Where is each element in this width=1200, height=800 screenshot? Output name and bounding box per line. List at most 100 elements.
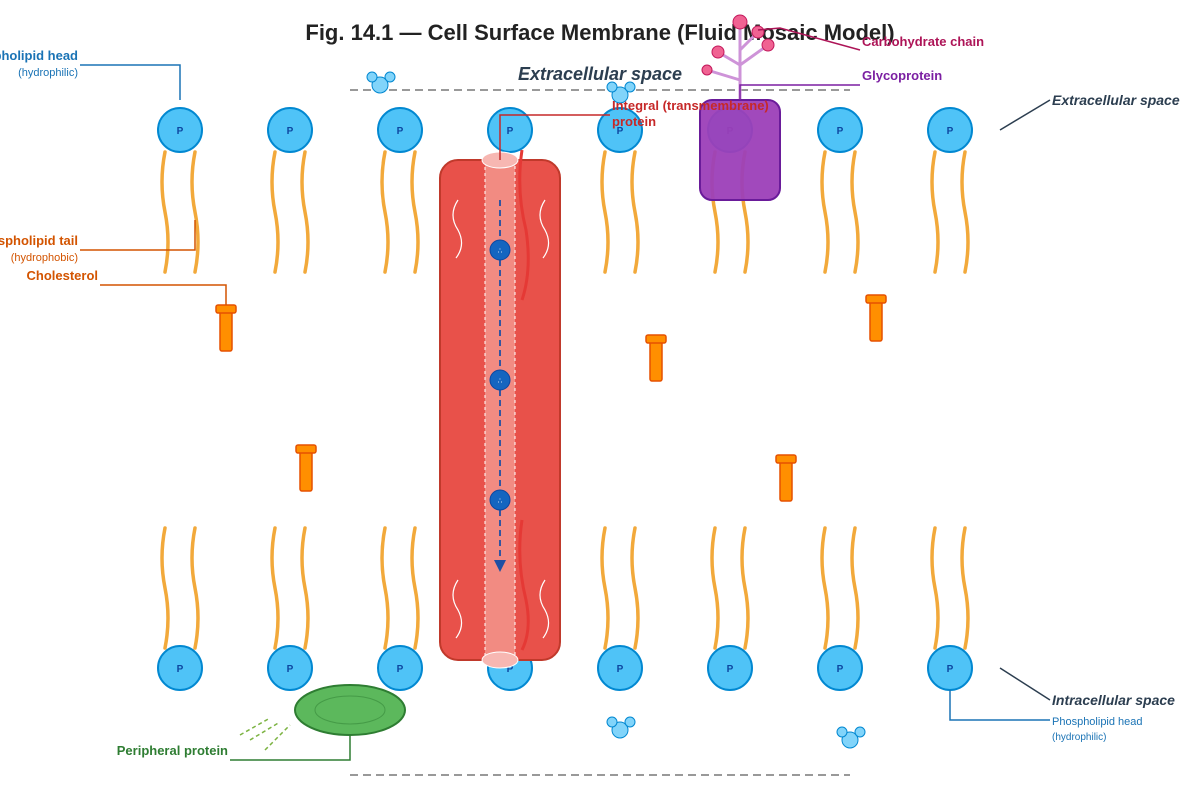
sugar-unit-icon <box>761 38 775 52</box>
peripheral-leader <box>230 735 351 761</box>
cholesterol-molecule <box>775 454 797 502</box>
fatty-acid-tail <box>190 526 200 650</box>
sugar-unit-icon <box>701 64 713 76</box>
fatty-acid-tail <box>410 150 420 274</box>
attachment-line <box>239 717 271 736</box>
phosphate-head-circle <box>927 107 973 153</box>
cholesterol-head <box>215 304 237 314</box>
extracellular-space-label-center: Extracellular space <box>518 64 682 84</box>
fatty-acid-tail <box>600 526 610 650</box>
cholesterol-head <box>295 444 317 454</box>
phospholipid-head: P <box>377 107 423 153</box>
extracellular-space-label-right: Extracellular space <box>1052 92 1180 108</box>
fatty-acid-tail <box>300 150 310 274</box>
phospholipid-head-bottom-sublabel: (hydrophilic) <box>1052 732 1106 743</box>
figure-title: Fig. 14.1 — Cell Surface Membrane (Fluid… <box>305 20 894 45</box>
fatty-acid-tail <box>410 526 420 650</box>
fatty-acid-tail <box>190 150 200 274</box>
cholesterol-ring-body <box>299 450 313 492</box>
tail-leader <box>80 220 196 251</box>
cholesterol-layer <box>215 294 887 502</box>
phosphate-head-circle <box>597 645 643 691</box>
phospholipid-head-sublabel: (hydrophilic) <box>18 67 78 79</box>
integral-protein: ∴ ∴ ∴ <box>439 149 561 669</box>
fatty-acid-tail <box>850 150 860 274</box>
cholesterol-head <box>865 294 887 304</box>
fatty-acid-tail <box>160 150 170 274</box>
sugar-unit-icon <box>751 25 765 39</box>
transport-arrow-icon <box>494 560 506 572</box>
cholesterol-molecule <box>215 304 237 352</box>
cholesterol-label: Cholesterol <box>26 268 98 283</box>
fatty-acid-tail <box>270 150 280 274</box>
phosphate-head-circle <box>817 645 863 691</box>
phospholipid-head: P <box>377 645 423 691</box>
phosphate-glyph: P <box>837 126 844 137</box>
phospholipid-head: P <box>817 645 863 691</box>
phospholipid-head: P <box>267 645 313 691</box>
attachment-line <box>249 721 281 741</box>
phospholipid-head: P <box>927 645 973 691</box>
phosphate-glyph: P <box>287 126 294 137</box>
extracellular-pointer-line <box>999 99 1051 131</box>
phosphate-head-circle <box>597 107 643 153</box>
cholesterol-leader <box>100 284 227 305</box>
phosphate-head-circle <box>157 645 203 691</box>
phosphate-glyph: P <box>617 126 624 137</box>
fatty-acid-tail <box>270 526 280 650</box>
peripheral-protein-inner <box>314 695 386 725</box>
phospholipid-head-bottom-label: Phospholipid head <box>1052 716 1143 728</box>
cholesterol-molecule <box>295 444 317 492</box>
fatty-acid-tail <box>960 150 970 274</box>
phosphate-head-circle <box>157 107 203 153</box>
cholesterol-head <box>775 454 797 464</box>
ion-glyph: ∴ <box>498 378 503 385</box>
carbohydrate-chain <box>701 14 775 100</box>
fatty-acid-tail <box>710 526 720 650</box>
carbohydrate-chain-label: Carbohydrate chain <box>862 34 984 49</box>
small-molecules-layer <box>366 71 866 749</box>
fatty-acid-tail <box>930 526 940 650</box>
channel-bottom-opening <box>481 651 519 669</box>
cholesterol-molecule <box>645 334 667 382</box>
phosphate-glyph: P <box>177 126 184 137</box>
phosphate-glyph: P <box>837 664 844 675</box>
head-top-leader <box>80 64 181 100</box>
protein-helix-mark <box>452 199 463 259</box>
peripheral-protein <box>239 684 406 751</box>
protein-helix-mark <box>539 199 550 259</box>
sugar-unit-icon <box>711 45 725 59</box>
glycoprotein-label: Glycoprotein <box>862 68 942 83</box>
phospholipid-head: P <box>817 107 863 153</box>
ion-glyph: ∴ <box>498 498 503 505</box>
fatty-acid-tail <box>160 526 170 650</box>
peripheral-protein-label: Peripheral protein <box>117 743 228 758</box>
phosphate-glyph: P <box>507 664 514 675</box>
sugar-unit-icon <box>732 14 748 30</box>
phosphate-glyph: P <box>947 126 954 137</box>
head-bottom-leader <box>949 690 1050 721</box>
cholesterol-ring-body <box>869 300 883 342</box>
fatty-acid-tail <box>380 150 390 274</box>
fatty-acid-tail <box>960 526 970 650</box>
phosphate-glyph: P <box>947 664 954 675</box>
phospholipid-head: P <box>707 645 753 691</box>
glycoprotein <box>699 14 781 201</box>
attachment-line <box>264 724 291 751</box>
phosphate-head-circle <box>267 645 313 691</box>
fatty-acid-tail <box>300 526 310 650</box>
fatty-acid-tail <box>630 150 640 274</box>
phospholipid-head: P <box>157 107 203 153</box>
cholesterol-ring-body <box>779 460 793 502</box>
phosphate-glyph: P <box>727 664 734 675</box>
phospholipid-head: P <box>597 645 643 691</box>
cholesterol-ring-body <box>649 340 663 382</box>
phospholipid-head: P <box>487 107 533 153</box>
phospholipid-tails-layer <box>160 150 970 650</box>
small-molecule-icon <box>606 716 636 739</box>
phospholipid-head: P <box>597 107 643 153</box>
cholesterol-ring-body <box>219 310 233 352</box>
intracellular-space-label: Intracellular space <box>1052 692 1175 708</box>
phosphate-head-circle <box>707 645 753 691</box>
